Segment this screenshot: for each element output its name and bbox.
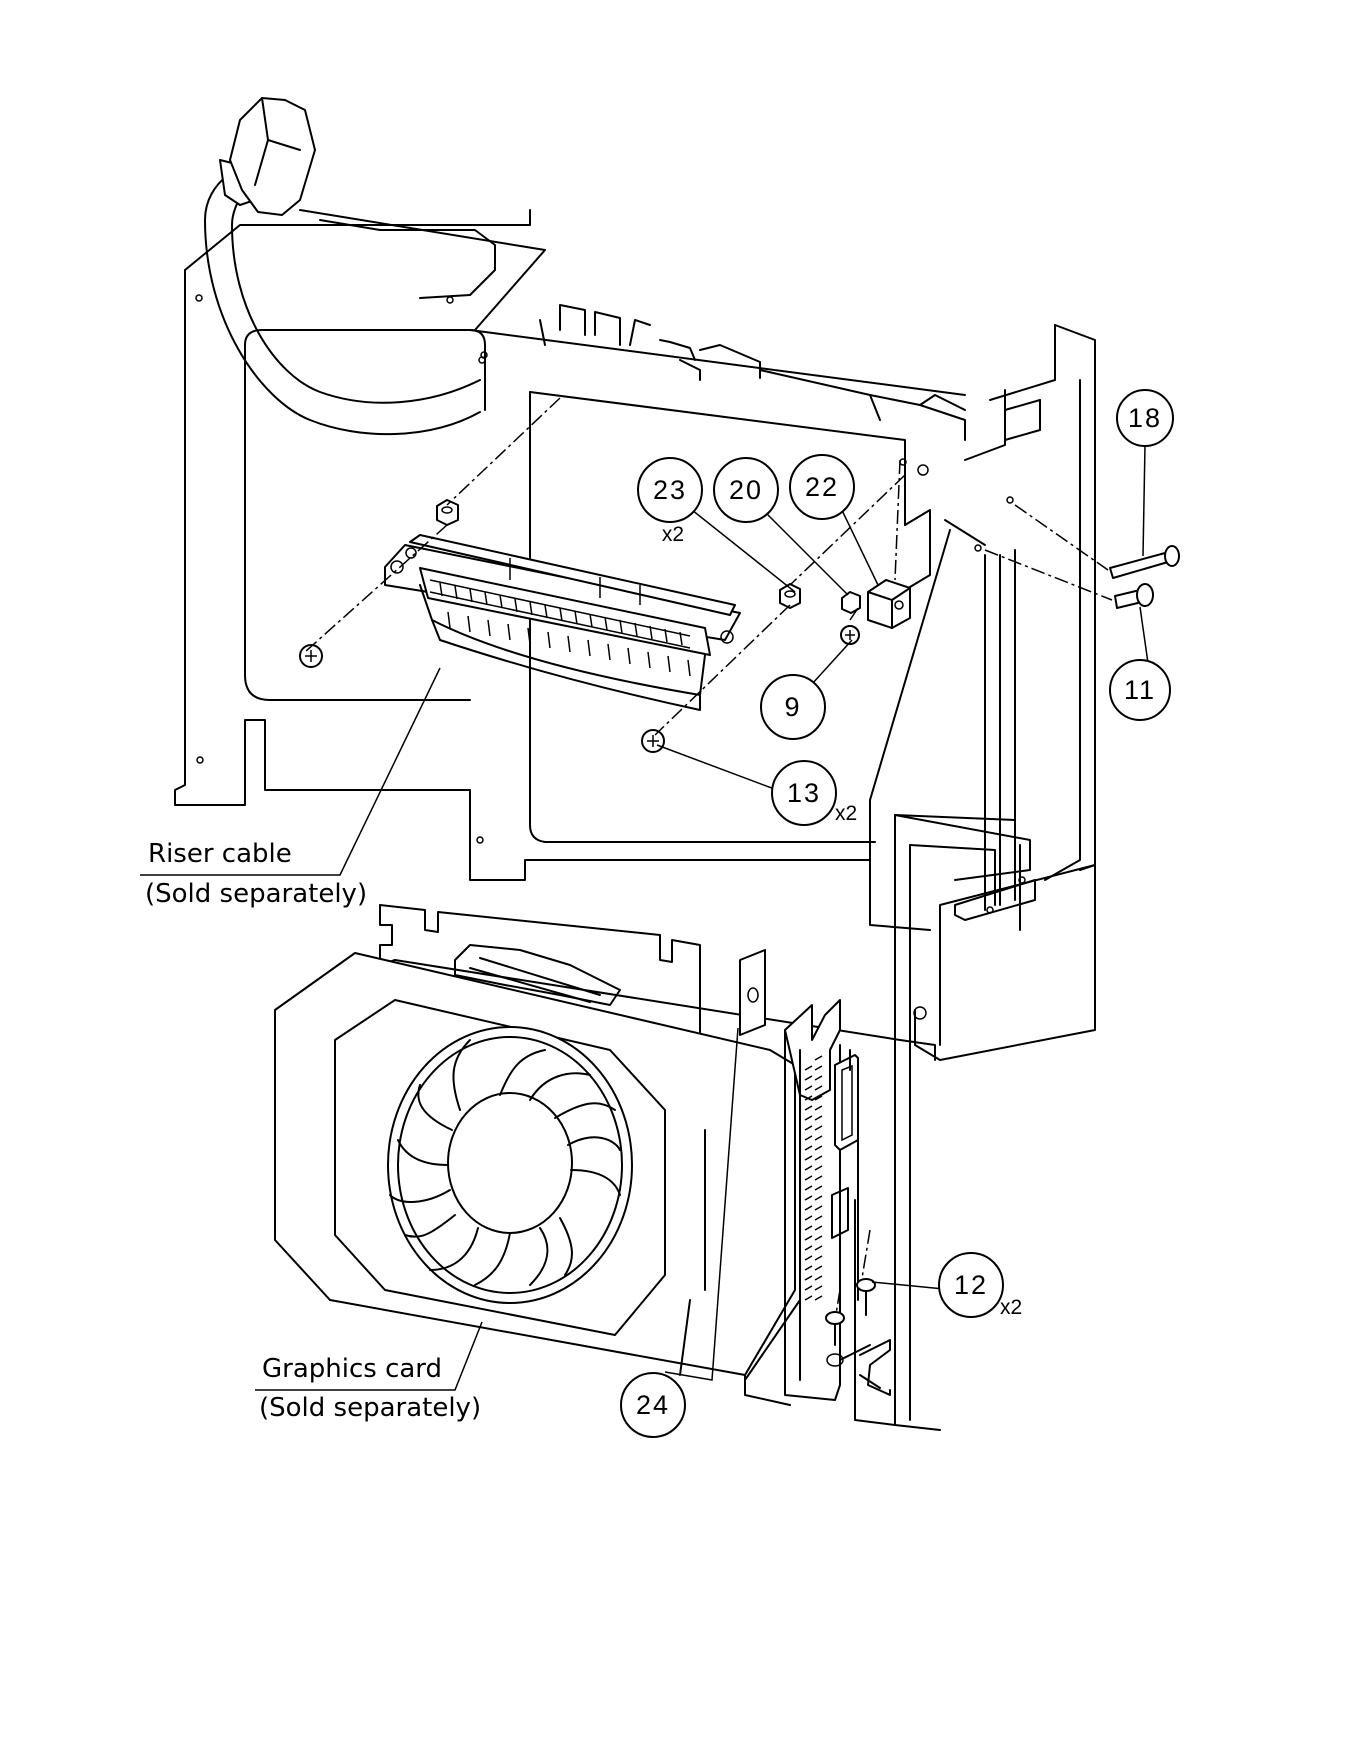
svg-text:20: 20 (729, 475, 763, 505)
callout-24: 24 (620, 1372, 686, 1438)
svg-text:22: 22 (805, 472, 839, 502)
graphics-card-title: Graphics card (262, 1354, 442, 1384)
assembly-lines (304, 397, 1113, 1321)
svg-text:24: 24 (636, 1390, 670, 1420)
svg-text:x2: x2 (835, 802, 857, 825)
side-rail (854, 814, 1016, 1431)
part-9-screw (840, 625, 860, 645)
callout-22: 22 (789, 454, 855, 520)
graphics-card-label: Graphics card (Sold separately) (259, 1354, 481, 1423)
svg-text:11: 11 (1124, 675, 1156, 705)
power-supply-cable (204, 97, 481, 436)
svg-text:13: 13 (787, 778, 821, 808)
callout-23: 23 x2 (637, 457, 703, 546)
part-13-screw-right (641, 729, 665, 753)
svg-text:x2: x2 (662, 523, 684, 546)
part-20-nut (841, 591, 861, 614)
graphics-card (274, 904, 936, 1406)
svg-text:18: 18 (1128, 403, 1162, 433)
top-board (539, 304, 966, 441)
part-24-plate (739, 949, 766, 1036)
svg-text:12: 12 (954, 1270, 988, 1300)
riser-cable-title: Riser cable (148, 839, 292, 869)
svg-text:x2: x2 (1000, 1296, 1022, 1319)
part-11-short-screw (1114, 583, 1154, 609)
riser-cable-label: Riser cable (Sold separately) (145, 839, 367, 909)
chassis-frame (174, 209, 1096, 1061)
callout-13: 13 x2 (771, 760, 857, 826)
callout-11: 11 (1109, 659, 1171, 721)
part-18-long-screw (1109, 545, 1180, 579)
svg-text:9: 9 (784, 692, 801, 722)
part-22-block (867, 579, 911, 629)
part-12-screw-upper (856, 1278, 876, 1316)
callout-18: 18 (1116, 389, 1174, 447)
part-13-screw-left (299, 644, 323, 668)
part-12-screw-lower (825, 1311, 845, 1346)
callout-9: 9 (760, 674, 826, 740)
part-23-standoff-left (436, 499, 459, 526)
graphics-card-note: (Sold separately) (259, 1393, 481, 1423)
callout-12: 12 x2 (938, 1252, 1022, 1319)
callout-20: 20 (713, 457, 779, 523)
riser-cable-note: (Sold separately) (145, 879, 367, 909)
leader-lines (140, 444, 1149, 1391)
svg-text:23: 23 (653, 475, 687, 505)
riser-cable (384, 534, 741, 711)
